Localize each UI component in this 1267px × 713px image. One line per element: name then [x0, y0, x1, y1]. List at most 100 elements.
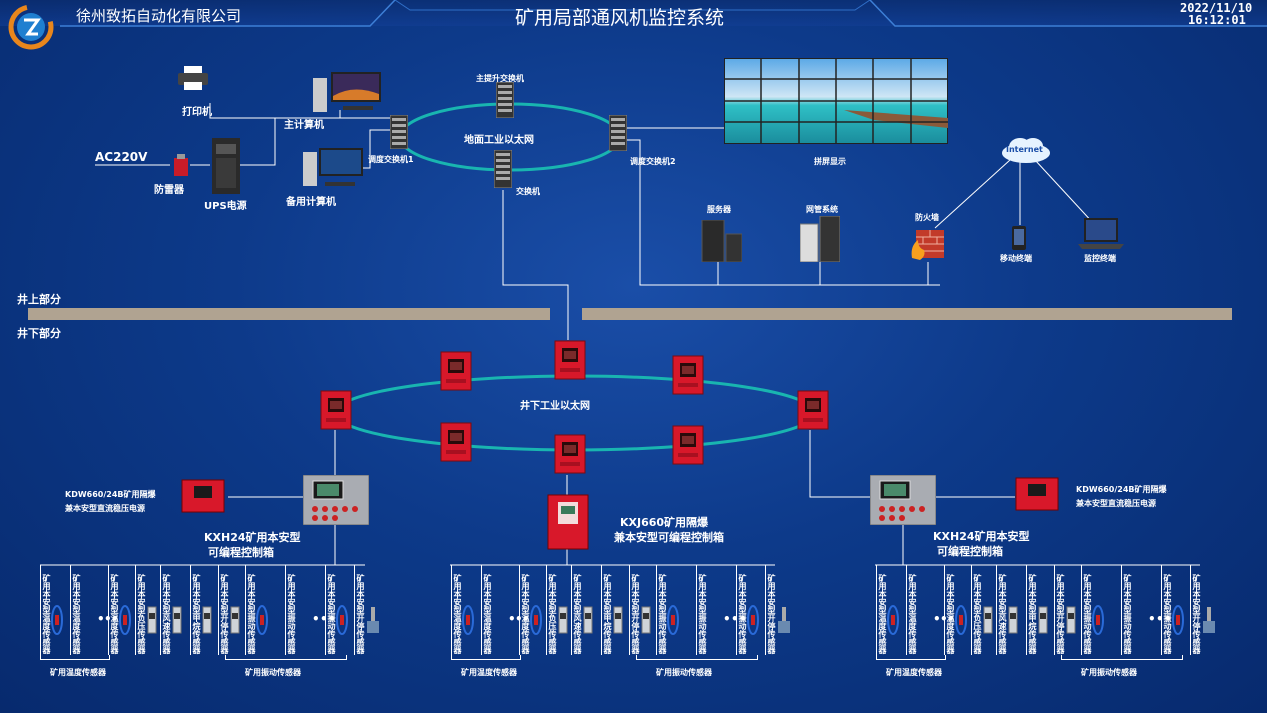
sensor-drop-line — [656, 565, 657, 655]
sensor-icon[interactable] — [255, 603, 269, 637]
switch-icon[interactable] — [494, 150, 512, 188]
ellipsis-dot: • — [731, 612, 739, 626]
underground-switch-icon[interactable] — [554, 434, 586, 474]
video-wall-icon[interactable] — [724, 58, 948, 144]
sensor-icon[interactable] — [981, 603, 995, 637]
lightning-arrester-label: 防雷器 — [154, 185, 184, 196]
sensor-label: 矿用本安型甲烷传感器 — [192, 574, 201, 654]
sensor-icon[interactable] — [145, 603, 159, 637]
sensor-icon[interactable] — [611, 603, 625, 637]
sensor-label: 矿用本安型温度传感器 — [110, 574, 119, 654]
dispatch-switch-1-icon[interactable] — [390, 115, 408, 149]
underground-switch-icon[interactable] — [554, 340, 586, 380]
sensor-icon[interactable] — [581, 603, 595, 637]
sensor-icon[interactable] — [295, 603, 309, 637]
sensor-label: 矿用本安型振动传感器 — [698, 574, 707, 654]
sensor-icon[interactable] — [746, 603, 760, 637]
dispatch-switch-2-label: 调度交换机2 — [630, 157, 676, 166]
control-box-right-icon[interactable] — [870, 475, 936, 525]
sensor-icon[interactable] — [491, 603, 505, 637]
sensor-icon[interactable] — [80, 603, 94, 637]
company-name: 徐州致拓自动化有限公司 — [76, 7, 242, 25]
lightning-arrester-icon[interactable] — [172, 154, 190, 178]
sensor-icon[interactable] — [335, 603, 349, 637]
server-icon[interactable] — [700, 220, 742, 262]
sensor-icon[interactable] — [50, 603, 64, 637]
sensor-icon[interactable] — [706, 603, 720, 637]
power-supply-left-icon[interactable] — [180, 478, 226, 514]
sensor-label: 矿用本安型开停传感器 — [631, 574, 640, 654]
sensor-icon[interactable] — [170, 603, 184, 637]
ups-icon[interactable] — [210, 138, 242, 194]
ellipsis-dot: • — [312, 612, 320, 626]
video-wall-label: 拼屏显示 — [814, 157, 846, 166]
sensor-label: 矿用本安型甲烷传感器 — [1028, 574, 1037, 654]
time-display: 16:12:01 — [1188, 13, 1246, 27]
ellipsis-dot: • — [320, 612, 328, 626]
sensor-drop-line — [325, 565, 326, 655]
control-box-left-icon[interactable] — [303, 475, 369, 525]
sensor-drop-line — [190, 565, 191, 655]
sensor-icon[interactable] — [775, 603, 790, 637]
power-supply-right-icon[interactable] — [1014, 476, 1060, 512]
sensor-icon[interactable] — [556, 603, 570, 637]
underground-switch-icon[interactable] — [320, 390, 352, 430]
ctrl-center-line2: 兼本安型可编程控制箱 — [614, 531, 724, 544]
sensor-drop-line — [519, 565, 520, 655]
sensor-icon[interactable] — [1200, 603, 1215, 637]
monitor-terminal-icon[interactable] — [1078, 218, 1124, 250]
sensor-icon[interactable] — [1064, 603, 1078, 637]
sensor-drop-line — [876, 565, 877, 655]
sensor-icon[interactable] — [1036, 603, 1050, 637]
sensor-label: 矿用本安型温度传感器 — [453, 574, 462, 654]
sensor-icon[interactable] — [1131, 603, 1145, 637]
mobile-terminal-label: 移动终端 — [1000, 254, 1032, 263]
lift-switch-icon[interactable] — [496, 82, 514, 118]
ctrl-center-line1: KXJ660矿用隔爆 — [620, 516, 709, 529]
sensor-drop-line — [1054, 565, 1055, 655]
underground-switch-icon[interactable] — [440, 351, 472, 391]
firewall-icon[interactable] — [910, 226, 944, 260]
firewall-label: 防火墙 — [915, 213, 939, 222]
mobile-terminal-icon[interactable] — [1012, 226, 1026, 250]
sensor-icon[interactable] — [639, 603, 653, 637]
temp-group-bracket — [876, 655, 946, 660]
underground-switch-icon[interactable] — [440, 422, 472, 462]
sensor-label: 矿用本安型甲烷传感器 — [603, 574, 612, 654]
sensor-label: 矿用本安型风速传感器 — [573, 574, 582, 654]
sensor-label: 矿用本安型温度传感器 — [521, 574, 530, 654]
control-box-center-icon[interactable] — [547, 494, 589, 550]
printer-icon[interactable] — [176, 66, 210, 90]
sensor-drop-line — [135, 565, 136, 655]
sensor-label: 矿用本安型负压传感器 — [137, 574, 146, 654]
sensor-icon[interactable] — [1091, 603, 1105, 637]
sensor-icon[interactable] — [916, 603, 930, 637]
sensor-icon[interactable] — [954, 603, 968, 637]
network-management-icon[interactable] — [800, 216, 840, 262]
main-computer-icon[interactable] — [313, 72, 381, 118]
sensor-icon[interactable] — [461, 603, 475, 637]
underground-switch-icon[interactable] — [672, 355, 704, 395]
sensor-icon[interactable] — [666, 603, 680, 637]
underground-switch-icon[interactable] — [672, 425, 704, 465]
sensor-label: 矿用本安型振动传感器 — [1083, 574, 1092, 654]
sensor-drop-line — [546, 565, 547, 655]
sensor-icon[interactable] — [364, 603, 379, 637]
sensor-icon[interactable] — [228, 603, 242, 637]
sensor-icon[interactable] — [529, 603, 543, 637]
underground-net-label: 井下工业以太网 — [520, 401, 590, 412]
sensor-icon[interactable] — [200, 603, 214, 637]
sensor-icon[interactable] — [1171, 603, 1185, 637]
page-title: 矿用局部通风机监控系统 — [515, 7, 725, 29]
dispatch-switch-2-icon[interactable] — [609, 115, 627, 151]
ellipsis-dot: • — [940, 612, 948, 626]
sensor-icon[interactable] — [886, 603, 900, 637]
temp-group-bracket — [451, 655, 521, 660]
sensor-icon[interactable] — [1006, 603, 1020, 637]
underground-switch-icon[interactable] — [797, 390, 829, 430]
sensor-icon[interactable] — [118, 603, 132, 637]
backup-computer-icon[interactable] — [303, 148, 363, 190]
vib-group-label: 矿用振动传感器 — [656, 668, 712, 677]
zone-above-label: 井上部分 — [17, 293, 61, 306]
temp-group-label: 矿用温度传感器 — [50, 668, 106, 677]
